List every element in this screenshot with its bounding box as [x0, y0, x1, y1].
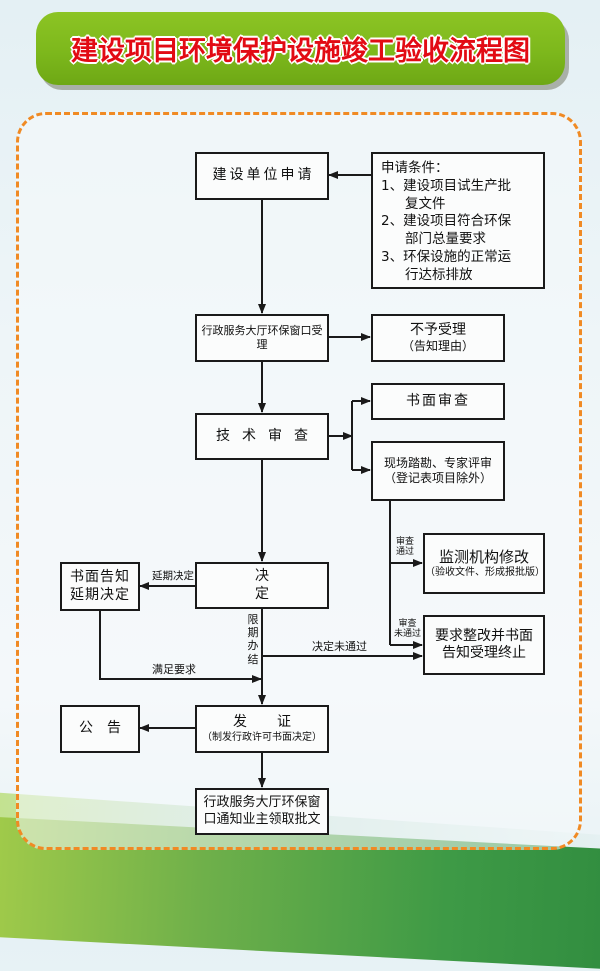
node-decision-label: 决定	[255, 568, 307, 602]
node-tech-review-label: 技术审查	[216, 427, 320, 444]
node-site-review-label: 现场踏勘、专家评审	[383, 456, 492, 470]
node-announce: 公告	[60, 705, 140, 753]
node-written-review-label: 书面审查	[406, 392, 470, 409]
node-final-line2: 口通知业主领取批文	[203, 811, 321, 827]
label-review-pass-line1: 审查	[396, 537, 415, 547]
node-site-review: 现场踏勘、专家评审 （登记表项目除外）	[371, 441, 505, 501]
node-window-accept: 行政服务大厅环保窗口受理	[195, 314, 329, 362]
node-conditions: 申请条件： 1、建设项目试生产批 复文件 2、建设项目符合环保 部门总量要求 3…	[371, 152, 545, 289]
condition-num: 2、	[381, 213, 404, 230]
condition-item-1: 1、建设项目试生产批	[381, 178, 511, 196]
node-final: 行政服务大厅环保窗 口通知业主领取批文	[195, 788, 329, 835]
label-time-limit-text: 限期办结	[247, 613, 259, 666]
node-issue-label: 发证	[233, 714, 321, 730]
node-issue: 发证 （制发行政许可书面决定）	[195, 705, 329, 753]
page-title: 建设项目环境保护设施竣工验收流程图	[71, 36, 530, 67]
node-delay-notice-line1: 书面告知	[70, 569, 130, 585]
condition-num: 1、	[381, 177, 404, 194]
delay-down-line	[99, 610, 262, 683]
condition-text: 建设项目符合环保	[403, 213, 512, 230]
label-time-limit: 限期办结	[247, 613, 259, 666]
label-review-pass-line2: 通过	[396, 547, 415, 558]
node-issue-sub: （制发行政许可书面决定）	[202, 731, 322, 743]
condition-text-cont: 复文件	[405, 195, 446, 212]
conditions-heading: 申请条件：	[381, 160, 449, 176]
condition-text-cont: 部门总量要求	[405, 231, 486, 248]
node-apply: 建设单位申请	[195, 152, 329, 200]
node-site-review-sub: （登记表项目除外）	[383, 471, 492, 485]
node-tech-review: 技术审查	[195, 413, 329, 460]
condition-item-2: 2、建设项目符合环保	[381, 213, 511, 231]
condition-text-cont: 行达标排放	[405, 266, 473, 283]
node-rectify: 要求整改并书面 告知受理终止	[423, 615, 545, 675]
node-delay-notice-line2: 延期决定	[70, 586, 130, 603]
condition-text: 建设项目试生产批	[403, 177, 512, 194]
label-review-fail-line1: 审查	[398, 619, 417, 629]
label-delay-decision: 延期决定	[152, 570, 194, 582]
node-reject: 不予受理 （告知理由）	[371, 314, 505, 362]
node-monitor-revise: 监测机构修改 （验收文件、形成报批版）	[423, 533, 545, 594]
label-review-fail: 审查 未通过	[394, 619, 421, 640]
label-decision-fail-text: 决定未通过	[312, 640, 367, 653]
node-rectify-line2: 告知受理终止	[442, 645, 526, 661]
condition-item-3: 3、环保设施的正常运	[381, 249, 511, 267]
node-monitor-revise-label: 监测机构修改	[438, 547, 529, 566]
node-final-line1: 行政服务大厅环保窗	[203, 795, 321, 811]
connector-lines	[99, 171, 423, 788]
condition-text: 环保设施的正常运	[403, 249, 512, 266]
label-meets-requirements-text: 满足要求	[152, 663, 196, 676]
node-rectify-line1: 要求整改并书面	[435, 627, 533, 644]
node-written-review: 书面审查	[371, 383, 505, 420]
title-banner: 建设项目环境保护设施竣工验收流程图	[36, 12, 565, 85]
node-delay-notice: 书面告知 延期决定	[60, 562, 140, 611]
node-window-accept-label: 行政服务大厅环保窗口受理	[201, 324, 323, 351]
label-meets-requirements: 满足要求	[152, 663, 196, 677]
label-review-fail-line2: 未通过	[394, 629, 422, 640]
label-decision-fail: 决定未通过	[312, 640, 367, 654]
label-delay-decision-text: 延期决定	[152, 570, 194, 582]
node-decision: 决定	[195, 562, 329, 609]
node-apply-label: 建设单位申请	[212, 167, 315, 184]
node-reject-label: 不予受理	[410, 321, 466, 338]
condition-num: 3、	[381, 249, 404, 266]
node-announce-label: 公告	[79, 720, 135, 737]
label-review-pass: 审查 通过	[396, 537, 414, 558]
node-reject-sub: （告知理由）	[401, 339, 474, 354]
node-monitor-revise-sub: （验收文件、形成报批版）	[425, 566, 545, 578]
